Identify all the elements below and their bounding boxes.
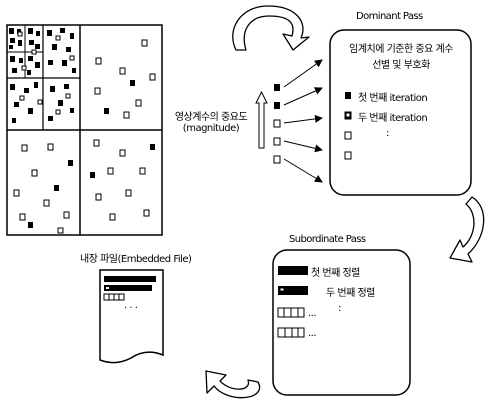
curved-arrow-top [232,5,310,51]
subordinate-dots-3: ... [308,308,317,319]
subordinate-dots-4: ... [308,328,317,339]
dominant-pass-box [329,29,472,196]
curved-arrow-right [449,196,485,263]
dominant-pass-title: Dominant Pass [356,11,423,22]
embedded-file-title: 내장 파일(Embedded File) [80,254,192,265]
upper-right-band-coefficients [94,39,156,119]
subordinate-ellipsis: : [338,303,341,314]
magnitude-up-arrow [255,90,268,149]
magnitude-coefficients [273,84,281,164]
coarse-band-insignificant [17,31,75,115]
fan-arrows [283,59,323,183]
curved-arrow-bottom [205,370,261,399]
embedded-file-document [99,269,164,364]
magnitude-label-line1: 영상계수의 중요도 [174,112,248,123]
embedded-file-dots: · · · [124,303,138,314]
coefficient-grid [6,24,163,236]
dominant-iteration-1: 첫 번째 iteration [358,93,428,104]
lower-right-band-coefficients [90,139,155,221]
magnitude-label-line2: (magnitude) [182,123,240,134]
lower-left-band-coefficients [13,143,73,234]
subordinate-pass-title: Subordinate Pass [289,234,366,245]
subordinate-sort-1: 첫 번째 정렬 [311,268,360,279]
dominant-pass-desc-line1: 임계치에 기준한 중요 계수 [349,44,453,55]
dominant-iteration-2: 두 번째 iteration [358,113,428,124]
dominant-ellipsis: : [386,128,389,139]
subordinate-sort-2: 두 번째 정렬 [326,288,375,299]
subordinate-pass-box [272,249,411,396]
dominant-pass-desc-line2: 선별 및 부호화 [372,60,430,71]
coarse-band-coefficients [9,28,76,123]
